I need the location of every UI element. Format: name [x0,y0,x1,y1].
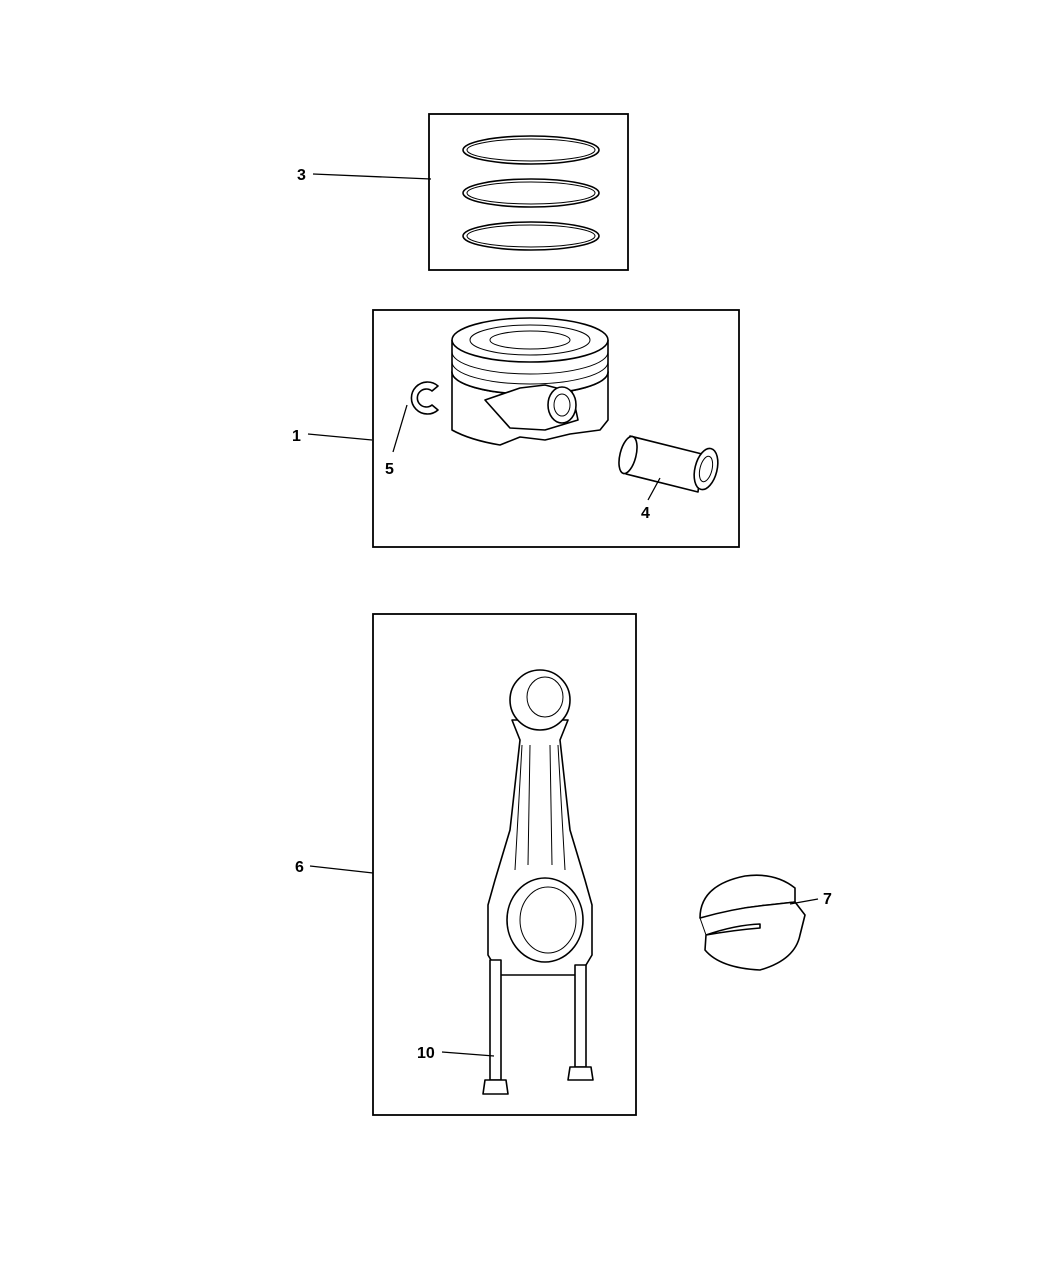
leader-line-5 [392,404,408,453]
piston-ring-1 [462,135,600,165]
callout-5: 5 [385,461,394,478]
ring-set-box [428,113,629,271]
connecting-rod-box [372,613,637,1116]
piston-ring-3 [462,221,600,251]
callout-7: 7 [823,891,832,908]
rod-bolt-left [482,959,509,1095]
piston-ring-2 [462,178,600,208]
leader-line-1 [307,433,373,441]
callout-1: 1 [292,428,301,445]
connecting-rod-group[interactable]: 10 6 [295,613,637,1116]
callout-3: 3 [297,167,306,184]
callout-6: 6 [295,859,304,876]
leader-line-4 [647,477,661,501]
callout-4: 4 [641,505,650,522]
rod-bearing-group[interactable]: 7 [699,874,832,971]
leader-line-3 [312,173,432,180]
rod-bearing [699,874,806,971]
piston-group[interactable]: 5 4 1 [292,309,740,548]
leader-line-10 [441,1051,495,1057]
rod-bolt-right [567,964,594,1081]
piston-pin [618,435,719,493]
piston-box [372,309,740,548]
leader-line-7 [789,898,819,905]
callout-10: 10 [417,1045,435,1062]
leader-line-6 [309,865,374,874]
piston [451,317,609,446]
piston-ring-set-group[interactable]: 3 [297,113,629,271]
connecting-rod [487,669,593,976]
retainer-clip [410,381,439,415]
